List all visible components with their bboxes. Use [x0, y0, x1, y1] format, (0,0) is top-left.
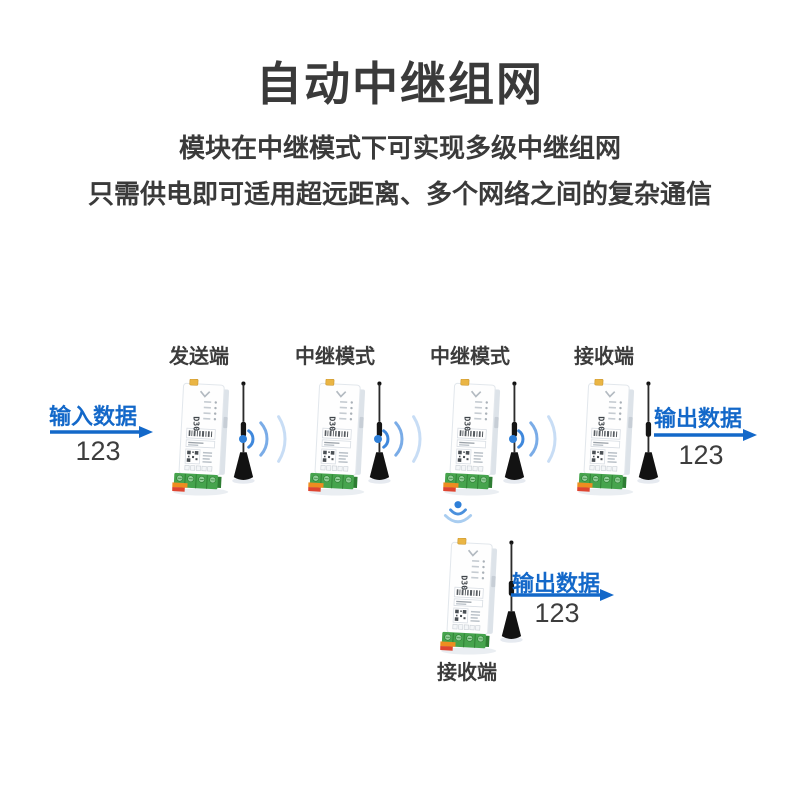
- device-label-sender: 发送端: [169, 346, 229, 368]
- module-model-marking: D30: [460, 575, 470, 590]
- device-unit-relay-2: D30: [443, 379, 535, 497]
- device-label-receiver-bottom: 接收端: [437, 662, 497, 684]
- device-label-relay-1: 中继模式: [295, 346, 375, 368]
- wireless-module-illustration: D30: [308, 379, 400, 496]
- device-label-relay-2: 中继模式: [430, 346, 510, 368]
- output-data-right-value: 123: [678, 440, 724, 470]
- output-data-right-label: 输出数据: [653, 406, 742, 431]
- wireless-module-illustration: D30: [440, 538, 532, 655]
- device-label-receiver-right: 接收端: [574, 346, 634, 368]
- wireless-module-illustration: D30: [172, 379, 264, 496]
- input-data-label: 输入数据: [48, 404, 137, 429]
- wireless-module-illustration: D30: [577, 379, 669, 496]
- page-title: 自动中继组网: [256, 58, 544, 110]
- device-unit-sender: D30: [172, 379, 264, 497]
- output-data-bottom-value: 123: [534, 598, 580, 628]
- device-unit-receiver-right: D30: [577, 379, 669, 497]
- input-data-value: 123: [75, 436, 121, 466]
- output-data-bottom-label: 输出数据: [511, 571, 600, 596]
- module-model-marking: D30: [192, 416, 202, 431]
- subtitle-line-2: 只需供电即可适用超远距离、多个网络之间的复杂通信: [87, 179, 712, 209]
- device-unit-receiver-bottom: D30: [440, 538, 532, 656]
- module-model-marking: D30: [328, 416, 338, 431]
- wifi-signal-right-icon: [373, 415, 427, 463]
- subtitle-line-1: 模块在中继模式下可实现多级中继组网: [178, 133, 621, 163]
- wifi-signal-right-icon: [238, 415, 292, 463]
- device-unit-relay-1: D30: [308, 379, 400, 497]
- module-model-marking: D30: [463, 416, 473, 431]
- wifi-signal-right-icon: [508, 415, 562, 463]
- module-model-marking: D30: [597, 416, 607, 431]
- wireless-module-illustration: D30: [443, 379, 535, 496]
- wifi-signal-down-icon: [437, 500, 479, 530]
